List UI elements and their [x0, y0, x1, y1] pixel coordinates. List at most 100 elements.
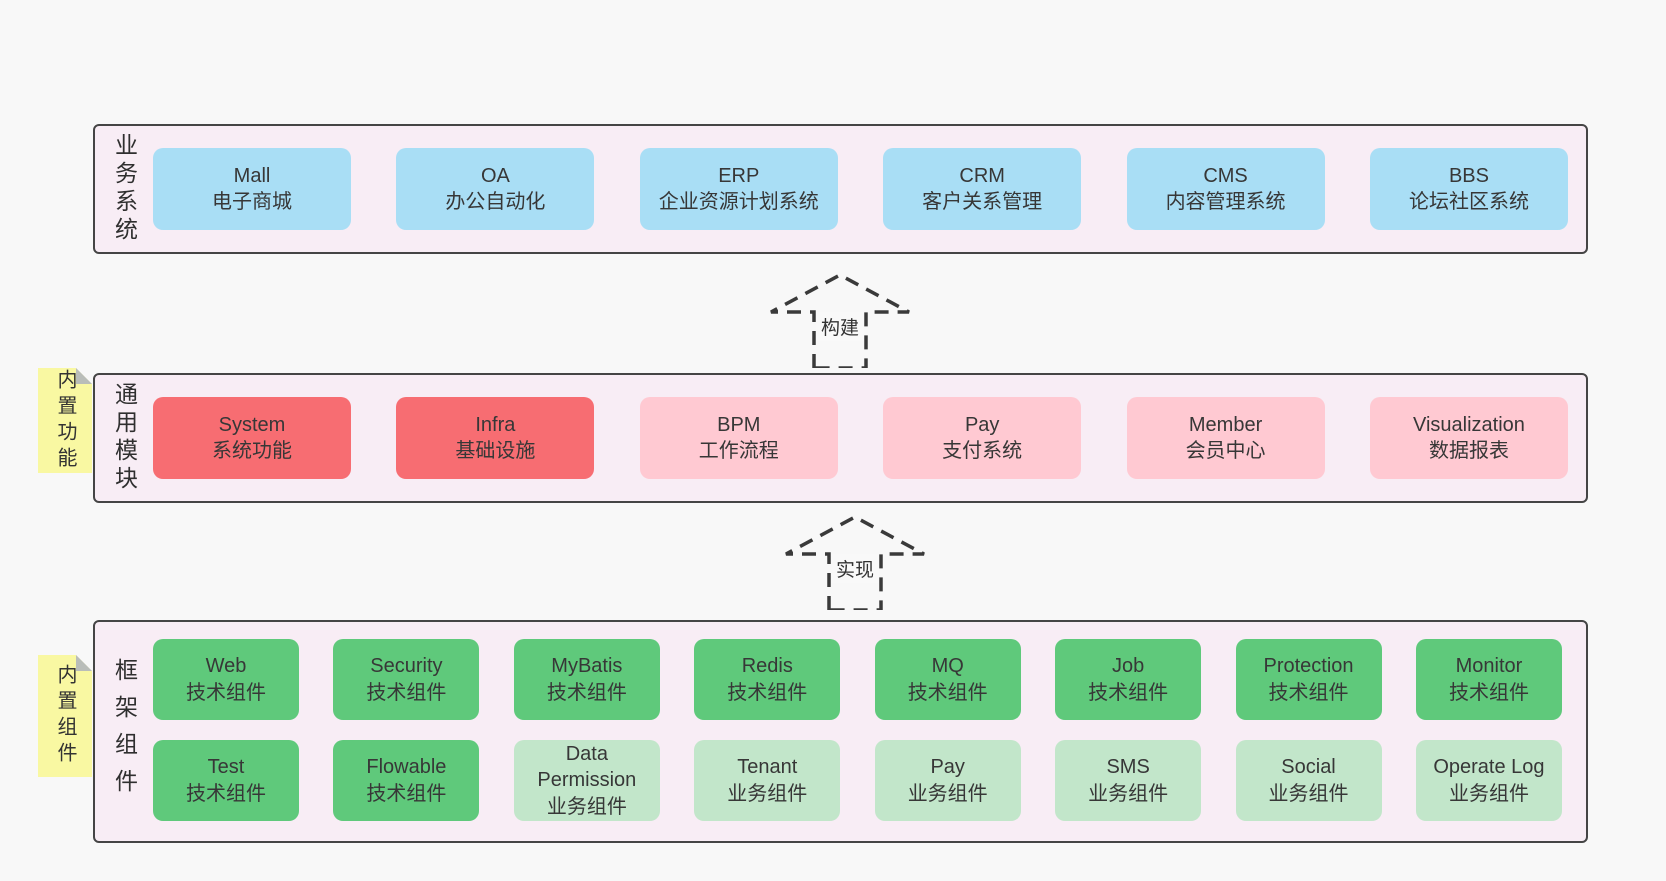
- box-title: MyBatis: [551, 655, 623, 678]
- box-crm: CRM 客户关系管理: [883, 148, 1082, 230]
- box-title: Web: [205, 655, 247, 678]
- box-subtitle: 电子商城: [212, 191, 292, 213]
- box-subtitle: 内容管理系统: [1165, 191, 1286, 213]
- built-in-functions-note: 内置功能: [38, 368, 92, 473]
- box-bbs: BBS 论坛社区系统: [1369, 148, 1568, 230]
- box-subtitle: 技术组件: [366, 681, 447, 704]
- box-subtitle: 业务组件: [1448, 782, 1529, 805]
- common-modules-row: System 系统功能 Infra 基础设施 BPM 工作流程 Pay 支付系统…: [153, 375, 1586, 501]
- box-title: Data Permission: [537, 742, 637, 792]
- box-title: Mall: [233, 164, 271, 187]
- box-subtitle: 业务组件: [907, 782, 988, 805]
- biz-components-row: Test 技术组件 Flowable 技术组件 Data Permission …: [153, 740, 1562, 821]
- box-mq: MQ 技术组件: [874, 639, 1021, 720]
- box-infra: Infra 基础设施: [396, 397, 595, 479]
- box-subtitle: 系统功能: [212, 440, 292, 462]
- box-tenant: Tenant 业务组件: [694, 740, 841, 821]
- box-title: CMS: [1203, 164, 1248, 187]
- box-social: Social 业务组件: [1235, 740, 1382, 821]
- box-title: Infra: [475, 413, 516, 436]
- box-subtitle: 技术组件: [1448, 681, 1529, 704]
- box-title: Flowable: [366, 756, 447, 779]
- box-title: Pay: [964, 413, 1000, 436]
- box-test: Test 技术组件: [153, 740, 299, 821]
- box-title: BBS: [1448, 164, 1489, 187]
- box-subtitle: 业务组件: [546, 795, 627, 818]
- box-subtitle: 技术组件: [907, 681, 988, 704]
- box-title: Tenant: [737, 756, 798, 779]
- box-subtitle: 技术组件: [186, 681, 266, 704]
- box-title: Monitor: [1455, 655, 1523, 678]
- box-bpm: BPM 工作流程: [639, 397, 838, 479]
- tech-components-row: Web 技术组件 Security 技术组件 MyBatis 技术组件 Redi…: [153, 639, 1562, 720]
- framework-components-label: 框架组件: [111, 657, 138, 806]
- box-member: Member 会员中心: [1126, 397, 1325, 479]
- box-mybatis: MyBatis 技术组件: [513, 639, 660, 720]
- note-text: 内置功能: [54, 368, 76, 473]
- box-title: ERP: [718, 164, 760, 187]
- box-erp: ERP 企业资源计划系统: [639, 148, 838, 230]
- box-title: BPM: [717, 413, 761, 436]
- box-title: Job: [1111, 655, 1145, 678]
- box-subtitle: 客户关系管理: [922, 191, 1043, 213]
- box-title: Visualization: [1412, 413, 1525, 436]
- box-visualization: Visualization 数据报表: [1369, 397, 1568, 479]
- common-modules-panel: 通用模块 System 系统功能 Infra 基础设施 BPM 工作流程 Pay…: [93, 373, 1588, 503]
- build-arrow-icon: 构建: [765, 272, 915, 368]
- box-redis: Redis 技术组件: [694, 639, 841, 720]
- note-fold-corner: [76, 655, 92, 671]
- panel-label: 通用模块: [95, 375, 153, 501]
- box-subtitle: 业务组件: [727, 782, 808, 805]
- box-title: Pay: [930, 756, 965, 779]
- box-job: Job 技术组件: [1055, 639, 1202, 720]
- box-web: Web 技术组件: [153, 639, 299, 720]
- box-monitor: Monitor 技术组件: [1415, 639, 1562, 720]
- box-title: Test: [207, 756, 245, 779]
- box-subtitle: 技术组件: [366, 782, 447, 805]
- box-subtitle: 业务组件: [1268, 782, 1349, 805]
- note-text: 内置组件: [54, 664, 76, 768]
- box-subtitle: 基础设施: [455, 440, 536, 462]
- box-title: Operate Log: [1433, 756, 1545, 779]
- box-subtitle: 技术组件: [186, 782, 266, 805]
- box-system: System 系统功能: [153, 397, 351, 479]
- box-title: CRM: [959, 164, 1005, 187]
- box-subtitle: 数据报表: [1428, 440, 1509, 462]
- framework-components-panel: 框架组件 Web 技术组件 Security 技术组件 MyBatis 技术组件…: [93, 620, 1588, 843]
- box-oa: OA 办公自动化: [396, 148, 595, 230]
- panel-label: 框架组件: [95, 622, 153, 841]
- box-sms: SMS 业务组件: [1055, 740, 1202, 821]
- framework-components-grid: Web 技术组件 Security 技术组件 MyBatis 技术组件 Redi…: [153, 622, 1586, 841]
- box-title: OA: [480, 164, 510, 187]
- common-modules-label: 通用模块: [111, 382, 138, 494]
- business-systems-label: 业务系统: [111, 133, 138, 245]
- box-subtitle: 会员中心: [1185, 440, 1266, 462]
- box-subtitle: 工作流程: [698, 440, 779, 462]
- box-pay-component: Pay 业务组件: [874, 740, 1021, 821]
- box-title: MQ: [931, 655, 964, 678]
- box-operate-log: Operate Log 业务组件: [1415, 740, 1562, 821]
- box-protection: Protection 技术组件: [1235, 639, 1382, 720]
- box-subtitle: 技术组件: [727, 681, 808, 704]
- business-systems-panel: 业务系统 Mall 电子商城 OA 办公自动化 ERP 企业资源计划系统 CRM…: [93, 124, 1588, 254]
- box-subtitle: 办公自动化: [445, 191, 546, 213]
- box-security: Security 技术组件: [333, 639, 480, 720]
- box-title: System: [218, 413, 286, 436]
- note-fold-corner: [76, 368, 92, 384]
- panel-label: 业务系统: [95, 126, 153, 252]
- box-subtitle: 论坛社区系统: [1408, 191, 1529, 213]
- implement-arrow-label: 实现: [830, 554, 880, 583]
- business-systems-row: Mall 电子商城 OA 办公自动化 ERP 企业资源计划系统 CRM 客户关系…: [153, 126, 1586, 252]
- box-subtitle: 技术组件: [1088, 681, 1169, 704]
- box-cms: CMS 内容管理系统: [1126, 148, 1325, 230]
- box-title: Protection: [1263, 655, 1354, 678]
- box-pay-module: Pay 支付系统: [883, 397, 1082, 479]
- box-subtitle: 支付系统: [942, 440, 1023, 462]
- build-arrow-label: 构建: [815, 312, 865, 341]
- box-data-permission: Data Permission 业务组件: [513, 740, 660, 821]
- box-subtitle: 企业资源计划系统: [658, 191, 819, 213]
- box-subtitle: 业务组件: [1088, 782, 1169, 805]
- box-flowable: Flowable 技术组件: [333, 740, 480, 821]
- box-subtitle: 技术组件: [546, 681, 627, 704]
- box-subtitle: 技术组件: [1268, 681, 1349, 704]
